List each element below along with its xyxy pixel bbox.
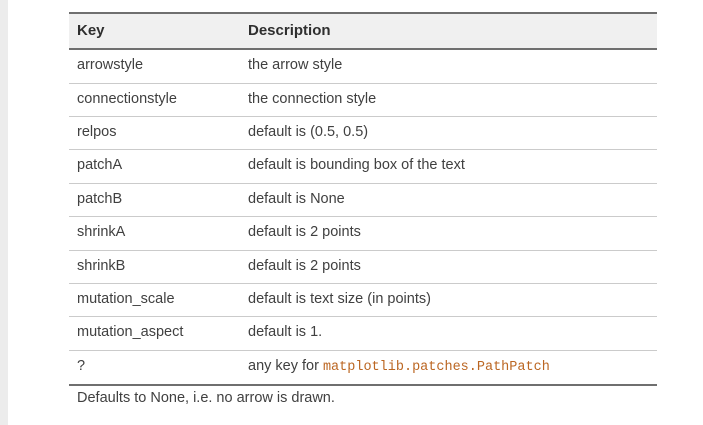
cell-key: ? [69, 350, 240, 386]
cell-key: arrowstyle [69, 49, 240, 84]
table-header-row: Key Description [69, 11, 657, 51]
table-row: shrinkB default is 2 points [69, 250, 657, 284]
cell-key: patchB [69, 183, 240, 218]
table-body: arrowstyle the arrow style connectionsty… [69, 49, 657, 386]
table-row: connectionstyle the connection style [69, 83, 657, 118]
cell-description: the arrow style [240, 49, 657, 84]
table-row: ? any key for matplotlib.patches.PathPat… [69, 350, 657, 386]
column-header-description: Description [240, 11, 657, 51]
column-header-key: Key [69, 11, 240, 51]
table-row: arrowstyle the arrow style [69, 49, 657, 84]
table-row: patchB default is None [69, 183, 657, 218]
table-row: relpos default is (0.5, 0.5) [69, 116, 657, 151]
cell-key: mutation_aspect [69, 316, 240, 351]
cell-description: default is None [240, 183, 657, 218]
table-row: mutation_scale default is text size (in … [69, 283, 657, 318]
code-reference-pathpatch: matplotlib.patches.PathPatch [322, 359, 550, 375]
trailing-note: Defaults to None, i.e. no arrow is drawn… [77, 390, 335, 406]
cell-key: shrinkA [69, 216, 240, 251]
table-row: shrinkA default is 2 points [69, 216, 657, 251]
cell-key: shrinkB [69, 250, 240, 284]
cell-description: default is text size (in points) [240, 283, 657, 318]
cell-description: default is (0.5, 0.5) [240, 116, 657, 151]
table-row: patchA default is bounding box of the te… [69, 149, 657, 184]
cell-description: default is bounding box of the text [240, 149, 657, 184]
cell-key: relpos [69, 116, 240, 151]
cell-description: any key for matplotlib.patches.PathPatch [240, 350, 657, 386]
cell-description-text: any key for [248, 357, 323, 374]
cell-key: mutation_scale [69, 283, 240, 318]
cell-key: connectionstyle [69, 83, 240, 118]
table-row: mutation_aspect default is 1. [69, 316, 657, 351]
cell-description: default is 2 points [240, 250, 657, 284]
cell-key: patchA [69, 149, 240, 184]
parameter-table: Key Description arrowstyle the arrow sty… [69, 11, 657, 386]
cell-description: default is 1. [240, 316, 657, 351]
cell-description: default is 2 points [240, 216, 657, 251]
table-header: Key Description [69, 11, 657, 51]
cell-description: the connection style [240, 83, 657, 118]
left-gutter-strip [0, 0, 8, 425]
document-content: Key Description arrowstyle the arrow sty… [8, 0, 703, 425]
